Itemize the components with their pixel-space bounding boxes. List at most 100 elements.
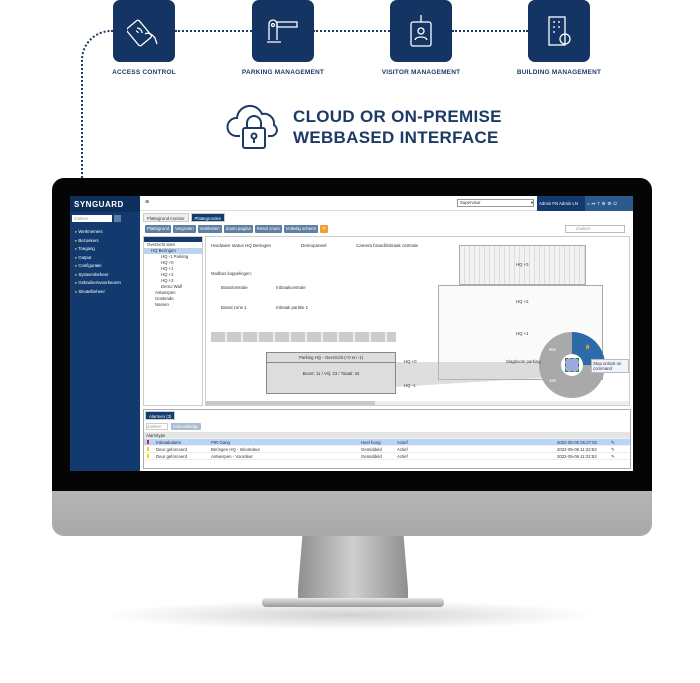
- floorplan-canvas[interactable]: Hardware status HQ Beringen Demopaneel C…: [205, 236, 630, 406]
- tree-item[interactable]: HQ +2: [161, 272, 174, 277]
- nav-item[interactable]: Output: [70, 254, 140, 263]
- fullscreen-button[interactable]: Volledig scherm: [283, 225, 319, 233]
- connector-curve: [81, 30, 115, 178]
- severity-indicator: [147, 440, 149, 444]
- unlock-15s[interactable]: 15s: [549, 378, 556, 383]
- reset-zoom-button[interactable]: Reset zoom: [254, 225, 282, 233]
- cloud-lock-icon: [226, 100, 282, 157]
- tree-item[interactable]: HQ +3: [161, 278, 174, 283]
- edit-icon[interactable]: ✎: [611, 440, 615, 445]
- header-icons[interactable]: ⌂↦?⚙⚙⏻: [585, 196, 633, 211]
- alarm-row[interactable]: Inbraakalarm PIR Gang Heel hoog Actief 2…: [144, 439, 630, 446]
- alarms-search-input[interactable]: Zoeken: [146, 423, 168, 430]
- building-floor-hq3[interactable]: [459, 245, 586, 285]
- nav-item[interactable]: Werknemers: [70, 228, 140, 237]
- nav-item[interactable]: Bezoekers: [70, 237, 140, 246]
- tree-item[interactable]: Antwerpen: [155, 290, 176, 295]
- barrier-label: Slagboom parking: [506, 359, 541, 364]
- tree-item[interactable]: HQ Beringen: [144, 248, 202, 254]
- alarm-time: 2022-05-06 11:22:53: [557, 454, 597, 459]
- user-name[interactable]: Admin FN Admin LN: [537, 196, 585, 211]
- tab-alarms[interactable]: Alarmen (3): [145, 411, 176, 420]
- barrier-icon[interactable]: [565, 358, 579, 372]
- modbus-item[interactable]: Brandcentrale: [221, 285, 248, 290]
- role-select-value: Supervisor: [460, 200, 481, 205]
- tooltip: Stop unlock on command: [591, 359, 629, 373]
- logo: SYNGUARD: [70, 196, 140, 212]
- alarm-status: Actief: [397, 447, 408, 452]
- building-gear-icon: [528, 0, 590, 62]
- tree-item[interactable]: Overzicht sites: [147, 242, 176, 247]
- parking-roof: [211, 332, 396, 342]
- edit-icon[interactable]: ✎: [611, 454, 615, 459]
- alarms-panel: Alarmen (3) Zoeken Acknowledge Alarmtype…: [143, 409, 631, 469]
- alarm-row[interactable]: Deur geforceerd Antwerpen - Voordeur Gem…: [144, 453, 630, 460]
- acknowledge-button[interactable]: Acknowledge: [171, 423, 201, 430]
- zoom-page-button[interactable]: Zoom pagina: [223, 225, 253, 233]
- feature-label: PARKING MANAGEMENT: [241, 69, 325, 76]
- nav-item[interactable]: Configuratie: [70, 262, 140, 271]
- modbus-item[interactable]: Inbraakcentrale: [276, 285, 306, 290]
- alarm-type: Deur geforceerd: [156, 454, 188, 459]
- alarm-status: Actief: [397, 440, 408, 445]
- tree-item[interactable]: HQ +0: [161, 260, 174, 265]
- lock-icon[interactable]: 🔒: [585, 344, 591, 349]
- horizontal-scrollbar[interactable]: [206, 401, 629, 405]
- alarm-type: Deur geforceerd: [156, 447, 188, 452]
- alarm-source: Beringen HQ - Inkomdeur: [211, 447, 260, 452]
- tree-item[interactable]: HQ -1 Parking: [161, 254, 189, 259]
- top-bar: ≡ Supervisor▾ Admin FN Admin LN ⌂↦?⚙⚙⏻: [140, 196, 633, 211]
- parking-title: Parking HQ - Overzicht (+0 en -1): [267, 355, 395, 363]
- alarm-row[interactable]: Deur geforceerd Beringen HQ - Inkomdeur …: [144, 446, 630, 453]
- camera-link[interactable]: Camera brand/inbraak centrale: [356, 243, 419, 248]
- visitor-badge-icon: [390, 0, 452, 62]
- canvas-search-input[interactable]: Zoeken: [565, 225, 625, 233]
- modbus-item[interactable]: Inbraak partitie 1: [276, 305, 309, 310]
- alarm-priority: Gemiddeld: [361, 447, 382, 452]
- floor-label[interactable]: HQ +2: [516, 299, 529, 304]
- hamburger-icon[interactable]: ≡: [145, 199, 150, 206]
- monitor-base: [262, 598, 444, 607]
- tree-item[interactable]: HQ +1: [161, 266, 174, 271]
- alarm-priority: Gemiddeld: [361, 454, 382, 459]
- parking-overview[interactable]: Parking HQ - Overzicht (+0 en -1) Bezet:…: [266, 352, 396, 394]
- zoom-in-button[interactable]: Vergroten: [172, 225, 196, 233]
- floor-label[interactable]: HQ +1: [516, 331, 529, 336]
- edit-icon[interactable]: ✎: [611, 447, 615, 452]
- site-tree: Overzicht sites HQ Beringen HQ -1 Parkin…: [143, 236, 203, 406]
- hardware-status-link[interactable]: Hardware status HQ Beringen: [211, 243, 272, 248]
- nav-item[interactable]: Sleutelbeheer: [70, 288, 140, 297]
- alarm-time: 2022-05-05 05:27:02: [557, 440, 597, 445]
- tab-plattegrond-monitor[interactable]: Plattegrond monitor: [143, 213, 189, 222]
- connector-line: [452, 30, 528, 32]
- modbus-item[interactable]: Brand zone 1: [221, 305, 247, 310]
- alarm-source: PIR Gang: [211, 440, 230, 445]
- headline-line1: CLOUD OR ON-PREMISE: [293, 107, 502, 126]
- parking-barrier-icon: [252, 0, 314, 62]
- floor-label[interactable]: HQ +0: [404, 359, 417, 364]
- sidebar-search-input[interactable]: Zoeken: [72, 215, 112, 222]
- nav-item[interactable]: Toegang: [70, 245, 140, 254]
- role-select[interactable]: Supervisor▾: [457, 199, 534, 207]
- alarm-time: 2022-05-06 11:22:53: [557, 447, 597, 452]
- tree-item[interactable]: Namen: [155, 302, 169, 307]
- unlock-60s[interactable]: 60s: [549, 347, 556, 352]
- floor-label[interactable]: HQ +3: [516, 262, 529, 267]
- nav-item[interactable]: Systeembeheer: [70, 271, 140, 280]
- plattegrond-button[interactable]: Plattegrond: [145, 225, 171, 233]
- floor-label[interactable]: HQ -1: [404, 383, 416, 388]
- tree-item[interactable]: Demo Wall: [161, 284, 182, 289]
- tab-plattegronden[interactable]: Plattegronden: [190, 213, 226, 222]
- column-header: Alarmtype: [146, 433, 166, 438]
- demopaneel-link[interactable]: Demopaneel: [301, 243, 327, 248]
- edit-button[interactable]: ✎: [320, 225, 328, 233]
- zoom-out-button[interactable]: Verkleinen: [197, 225, 222, 233]
- nav-item[interactable]: Gebruikersvoorkeuren: [70, 279, 140, 288]
- severity-indicator: [147, 454, 149, 458]
- headline: CLOUD OR ON-PREMISE WEBBASED INTERFACE: [293, 106, 502, 148]
- alarms-header: Alarmtype: [144, 432, 630, 439]
- tree-item[interactable]: Oostende: [155, 296, 174, 301]
- sitemap-icon[interactable]: [114, 215, 121, 222]
- alarm-priority: Heel hoog: [361, 440, 381, 445]
